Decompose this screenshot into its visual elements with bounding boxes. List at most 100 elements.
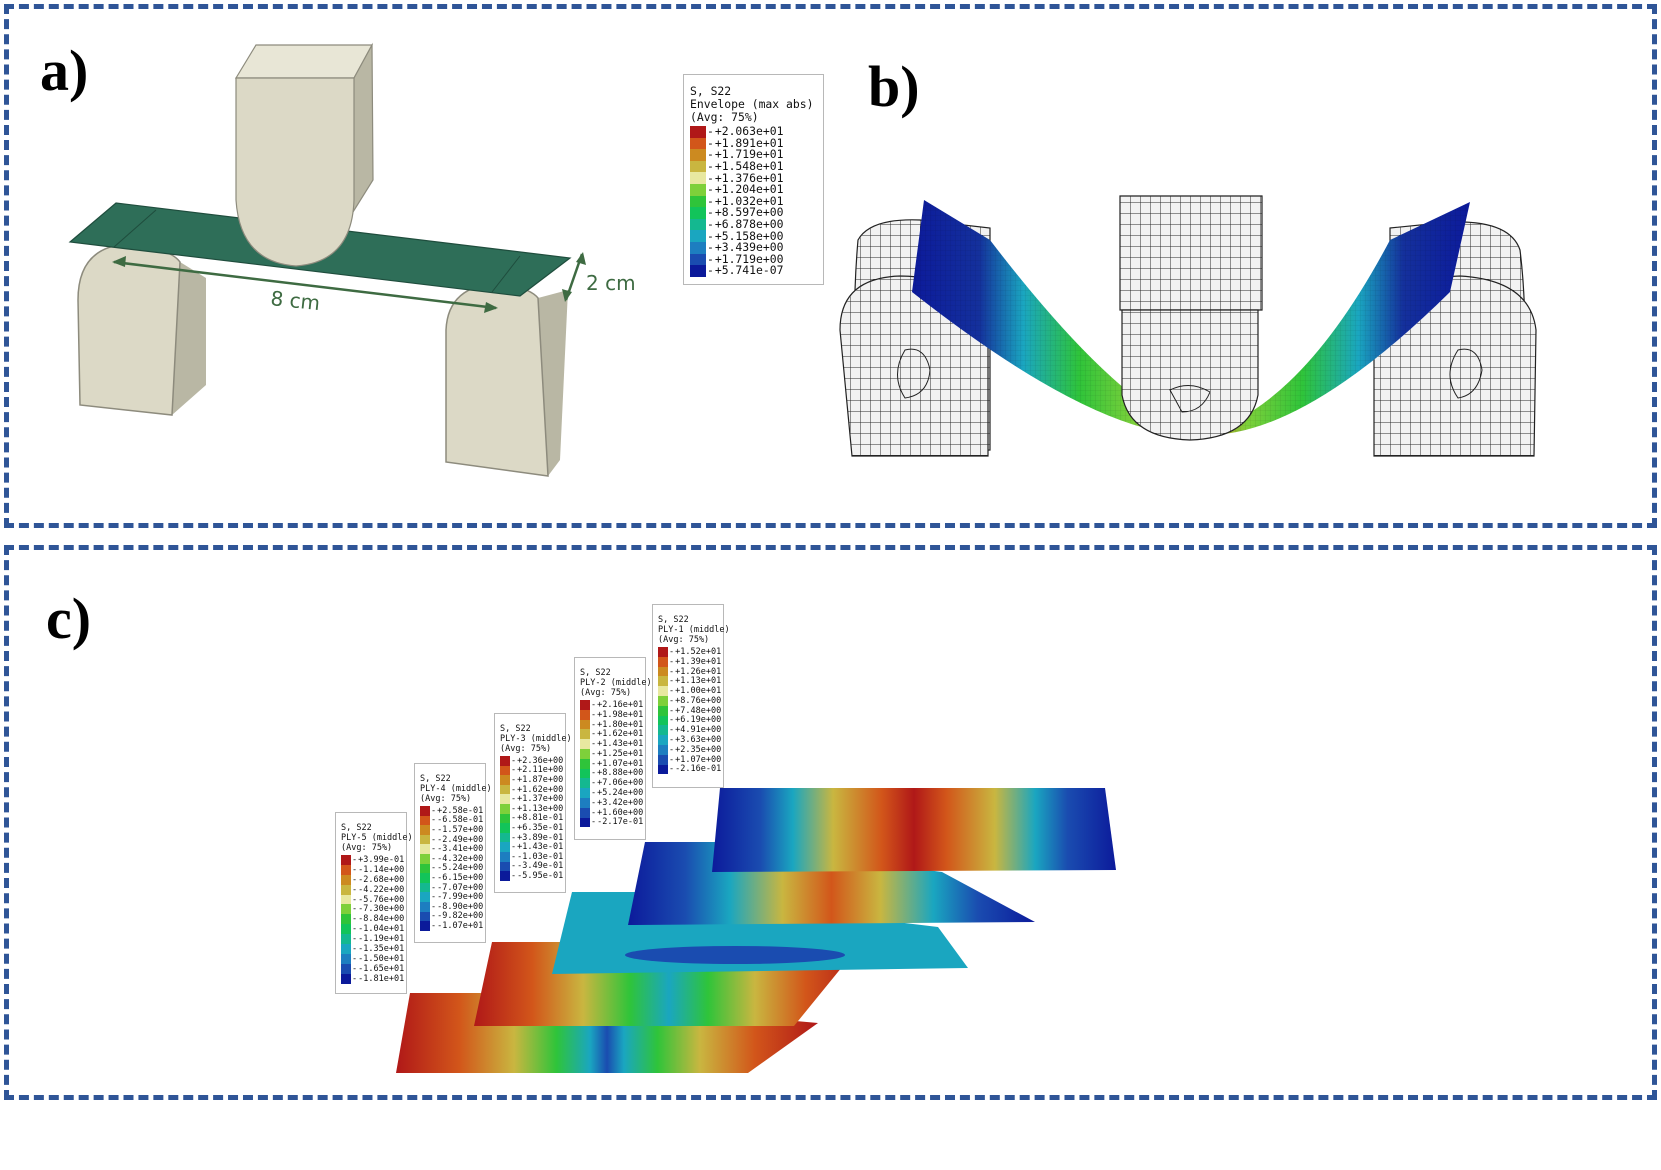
legend-swatch bbox=[420, 825, 430, 835]
legend-value: -8.84e+00 bbox=[358, 914, 405, 925]
legend-tick: - bbox=[669, 695, 675, 706]
legend-swatch bbox=[658, 666, 668, 677]
legend-tick: - bbox=[352, 894, 358, 905]
legend-value: +1.719e+00 bbox=[714, 251, 784, 266]
legend-swatch bbox=[690, 265, 706, 277]
legend-row: -+1.13e+00 bbox=[500, 803, 564, 814]
legend-tick: - bbox=[591, 719, 597, 730]
legend-tick: - bbox=[707, 182, 714, 197]
legend-swatch bbox=[341, 953, 351, 964]
legend-row: -+3.439e+00 bbox=[690, 241, 817, 254]
legend-row: --1.50e+01 bbox=[341, 953, 404, 964]
legend-tick: - bbox=[669, 705, 675, 716]
legend-value: +1.37e+00 bbox=[517, 794, 564, 805]
legend-value: +1.13e+00 bbox=[517, 803, 564, 814]
legend-tick: - bbox=[669, 646, 675, 657]
legend-value: +8.88e+00 bbox=[597, 768, 644, 779]
legend-row: --4.22e+00 bbox=[341, 885, 404, 895]
legend-swatch bbox=[500, 794, 510, 804]
legend-row: --7.99e+00 bbox=[420, 892, 484, 903]
legend-row: -+6.19e+00 bbox=[658, 715, 722, 726]
legend-row: --7.07e+00 bbox=[420, 882, 484, 893]
legend-row: --1.81e+01 bbox=[341, 974, 404, 984]
legend-value: +2.063e+01 bbox=[714, 124, 784, 139]
legend-swatch bbox=[580, 817, 590, 828]
ply-4-legend: S, S22 PLY-4 (middle) (Avg: 75%) -+2.58e… bbox=[414, 763, 492, 943]
legend-title-line: (Avg: 75%) bbox=[420, 794, 472, 804]
legend-value: +1.00e+01 bbox=[675, 686, 722, 697]
legend-row: -+1.13e+01 bbox=[658, 676, 722, 687]
ply-3-inner-contour bbox=[625, 946, 845, 964]
legend-tick: - bbox=[707, 124, 714, 139]
legend-swatch bbox=[420, 901, 430, 912]
legend-swatch bbox=[500, 775, 510, 785]
legend-swatch bbox=[690, 149, 706, 161]
legend-row: --2.16e-01 bbox=[658, 764, 721, 774]
legend-row: -+1.032e+01 bbox=[690, 193, 817, 208]
left-support bbox=[77, 243, 206, 416]
legend-row: -+5.24e+00 bbox=[580, 788, 643, 798]
legend-swatch bbox=[690, 207, 706, 219]
legend-value: -1.35e+01 bbox=[358, 943, 405, 954]
legend-row: --5.76e+00 bbox=[341, 894, 404, 905]
length-label: 8 cm bbox=[269, 286, 321, 315]
legend-value: -7.07e+00 bbox=[437, 882, 484, 893]
legend-value: +1.548e+01 bbox=[714, 159, 784, 174]
legend-value: -7.99e+00 bbox=[437, 892, 484, 903]
legend-swatch bbox=[341, 963, 351, 974]
legend-value: +1.60e+00 bbox=[597, 807, 644, 818]
legend-row: -+1.98e+01 bbox=[580, 710, 643, 720]
legend-value: -1.07e+01 bbox=[437, 920, 484, 931]
legend-swatch bbox=[580, 797, 590, 808]
legend-row: -+6.35e-01 bbox=[500, 822, 563, 833]
legend-title-line: PLY-4 (middle) bbox=[420, 784, 492, 794]
legend-swatch bbox=[658, 676, 668, 687]
legend-row: --1.35e+01 bbox=[341, 943, 405, 954]
ply-1-layer bbox=[712, 788, 1116, 872]
legend-tick: - bbox=[431, 863, 437, 874]
legend-swatch bbox=[690, 218, 706, 231]
legend-swatch bbox=[420, 863, 430, 874]
legend-value: -8.90e+00 bbox=[437, 901, 484, 912]
legend-row: -+7.06e+00 bbox=[580, 778, 643, 788]
legend-value: -3.49e-01 bbox=[517, 861, 564, 872]
legend-value: -1.57e+00 bbox=[437, 824, 484, 835]
legend-tick: - bbox=[511, 832, 517, 843]
legend-tick: - bbox=[352, 924, 358, 935]
legend-row: -+3.89e-01 bbox=[500, 832, 563, 843]
legend-value: +6.19e+00 bbox=[675, 715, 722, 726]
legend-row: -+8.597e+00 bbox=[690, 205, 817, 220]
legend-swatch bbox=[690, 241, 706, 254]
loading-nose bbox=[234, 42, 374, 267]
legend-swatch bbox=[500, 813, 510, 824]
deformed-bending-model bbox=[839, 195, 1537, 457]
legend-title-line: S, S22 bbox=[690, 84, 732, 98]
legend-tick: - bbox=[511, 822, 517, 833]
legend-value: +1.43e-01 bbox=[517, 842, 564, 853]
legend-value: -4.32e+00 bbox=[437, 853, 484, 864]
legend-row: -+1.719e+01 bbox=[690, 148, 817, 161]
legend-swatch bbox=[341, 874, 351, 885]
legend-tick: - bbox=[669, 725, 675, 736]
legend-row: -+2.16e+01 bbox=[580, 700, 643, 710]
legend-tick: - bbox=[707, 217, 714, 232]
legend-value: +8.597e+00 bbox=[714, 205, 784, 220]
legend-row: -+1.376e+01 bbox=[690, 170, 817, 185]
legend-title-line: PLY-1 (middle) bbox=[658, 625, 730, 635]
legend-tick: - bbox=[591, 807, 597, 818]
legend-value: +1.13e+01 bbox=[675, 676, 722, 687]
legend-value: +2.36e+00 bbox=[517, 755, 564, 766]
legend-row: --1.03e-01 bbox=[500, 852, 563, 862]
legend-tick: - bbox=[707, 263, 714, 278]
legend-value: -9.82e+00 bbox=[437, 911, 484, 922]
legend-row: --1.57e+00 bbox=[420, 824, 484, 835]
legend-swatch bbox=[341, 924, 351, 935]
legend-value: +1.376e+01 bbox=[714, 170, 784, 185]
legend-row: -+1.52e+01 bbox=[658, 646, 721, 657]
panel-b-contour-legend: S, S22 Envelope (max abs) (Avg: 75%) -+2… bbox=[683, 74, 824, 285]
legend-tick: - bbox=[707, 193, 714, 208]
legend-tick: - bbox=[591, 797, 597, 808]
ply-stack-contours bbox=[396, 788, 1116, 1073]
legend-row: --1.65e+01 bbox=[341, 963, 404, 974]
legend-title-line: PLY-5 (middle) bbox=[341, 833, 413, 843]
